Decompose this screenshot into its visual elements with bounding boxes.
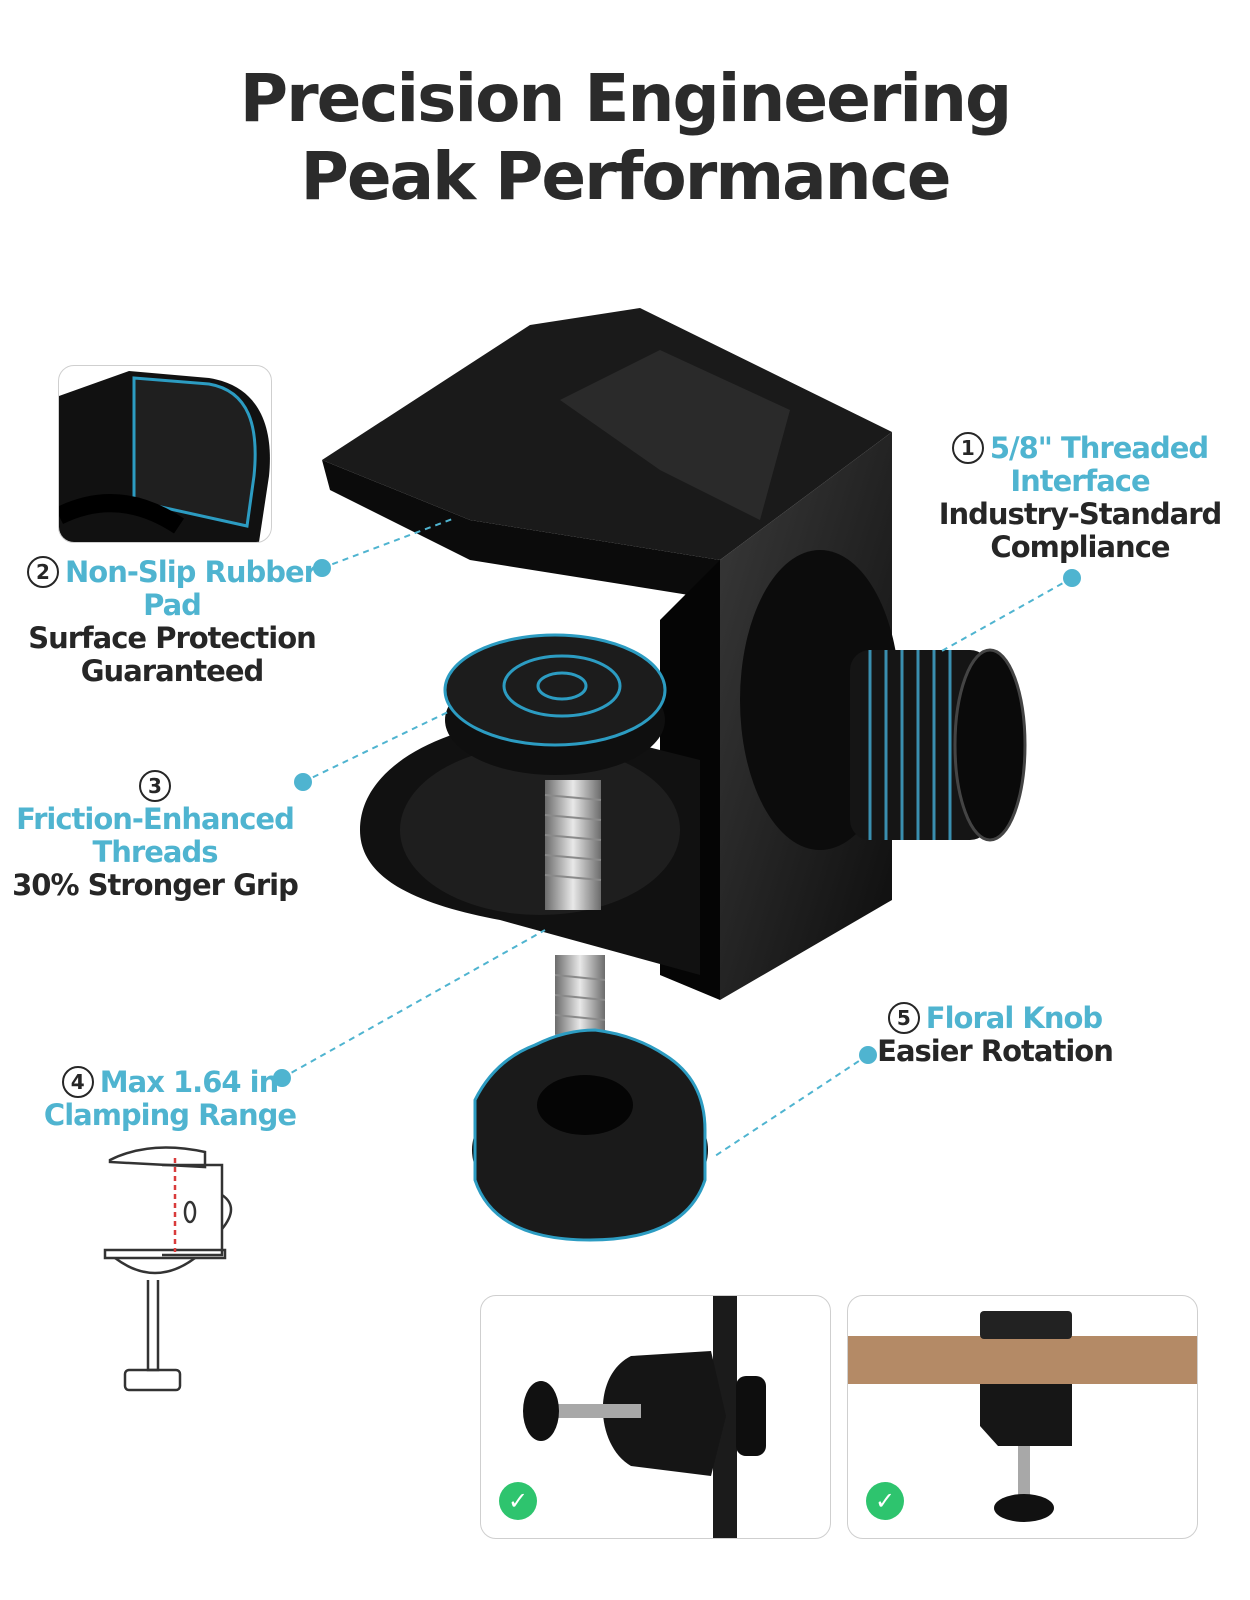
clamping-range-diagram	[103, 1146, 233, 1392]
callout-highlight: Interface	[1010, 464, 1150, 498]
title-line-1: Precision Engineering	[239, 60, 1013, 137]
number-badge: 1	[951, 432, 984, 464]
callout-highlight: Non-Slip Rubber	[65, 555, 318, 589]
callout-highlight: Floral Knob	[925, 1001, 1103, 1035]
callout-sub: Surface Protection	[28, 621, 317, 655]
callout-highlight: Clamping Range	[43, 1098, 297, 1132]
number-badge: 2	[27, 556, 60, 588]
callout-sub: 30% Stronger Grip	[12, 868, 299, 902]
callout-highlight: 5/8" Threaded	[989, 431, 1209, 465]
usage-photo-desk-mount: ✓	[847, 1295, 1198, 1539]
callout-highlight: Pad	[143, 588, 202, 622]
leader-dots	[273, 559, 1081, 1087]
leader-lines	[281, 517, 1073, 1159]
rubber-pad-closeup	[58, 365, 272, 543]
floral-knob	[472, 1028, 708, 1242]
clamp-top-arm	[322, 308, 892, 600]
callout-highlight: Friction-Enhanced	[16, 802, 295, 836]
callout-sub: Easier Rotation	[877, 1034, 1114, 1068]
callout-sub: Industry-Standard	[938, 497, 1223, 531]
callout-threads: 3 Friction-Enhanced Threads 30% Stronger…	[10, 770, 300, 902]
threaded-interface	[740, 550, 1027, 850]
usage-photo-pole-mount: ✓	[480, 1295, 831, 1539]
number-badge: 3	[139, 770, 171, 802]
check-icon: ✓	[499, 1482, 537, 1520]
check-icon: ✓	[866, 1482, 904, 1520]
rubber-pad-disc	[443, 633, 667, 775]
clamp-bottom-plate	[360, 720, 700, 975]
title-line-2: Peak Performance	[300, 138, 951, 215]
callout-sub: Compliance	[990, 530, 1170, 564]
number-badge: 5	[887, 1002, 920, 1034]
callout-highlight: Threads	[92, 835, 219, 869]
callout-sub: Guaranteed	[80, 654, 265, 688]
number-badge: 4	[61, 1066, 94, 1098]
callout-highlight: Max 1.64 in	[99, 1065, 279, 1099]
